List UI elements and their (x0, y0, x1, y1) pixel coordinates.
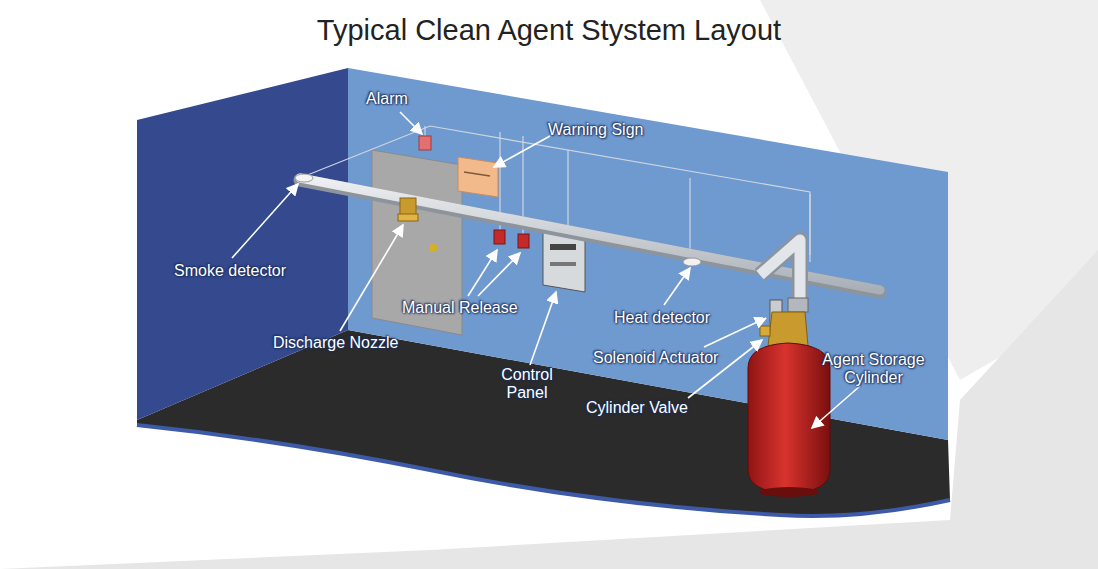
callout-label: Heat detector (614, 309, 710, 327)
sign-print (464, 172, 490, 176)
panel-display (550, 262, 576, 266)
back-wall (348, 68, 948, 440)
callout-label: Alarm (366, 90, 408, 108)
callout-label: Smoke detector (174, 262, 286, 280)
valve-port (760, 326, 770, 336)
left-wall (137, 68, 348, 420)
manual-release-station (518, 234, 529, 248)
flex-hose (788, 298, 808, 312)
callout-label: Control Panel (492, 366, 562, 402)
callout-label: Agent Storage Cylinder (811, 351, 936, 387)
cylinder-base (759, 487, 819, 497)
callout-label: Warning Sign (548, 121, 643, 139)
agent-storage-cylinder (748, 343, 830, 493)
title: Typical Clean Agent Stystem Layout (0, 14, 1098, 47)
callout-label: Manual Release (402, 299, 518, 317)
riser-pipe (760, 240, 800, 300)
heat-detector (683, 258, 701, 266)
callout-label: Discharge Nozzle (273, 334, 398, 352)
smoke-detector (295, 174, 313, 182)
cylinder-valve (768, 312, 808, 346)
alarm-horn (419, 136, 431, 150)
leader-lines (232, 112, 860, 428)
riser-pipe (760, 240, 800, 300)
door-handle (429, 244, 437, 252)
callout-label: Cylinder Valve (586, 399, 688, 417)
warning-sign (458, 157, 498, 197)
callout-label: Solenoid Actuator (593, 349, 718, 367)
discharge-nozzle (398, 214, 418, 221)
panel-display (550, 244, 576, 250)
manual-release-station (494, 230, 505, 244)
